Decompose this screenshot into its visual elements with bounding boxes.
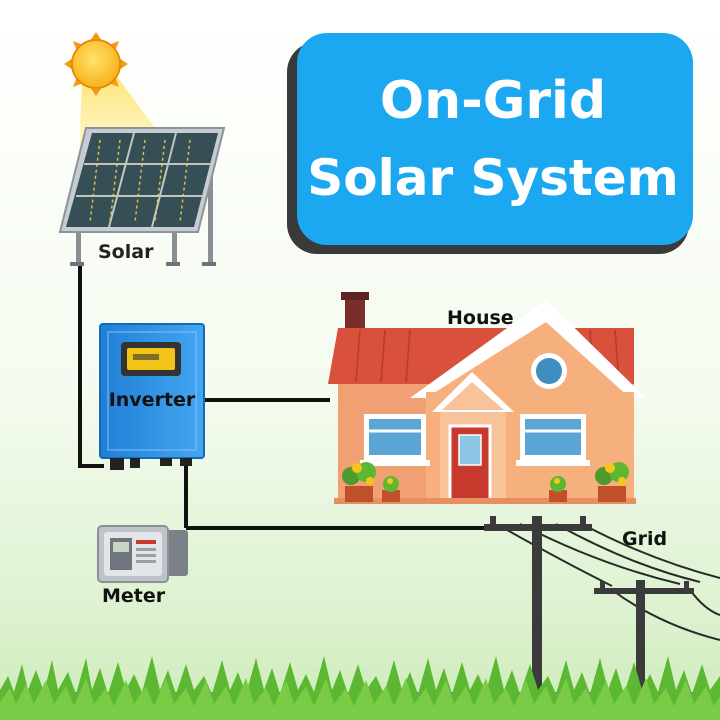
- meter-icon: [97, 525, 188, 583]
- page-title-line1: On-Grid: [380, 71, 606, 131]
- solar-panel-icon: [58, 127, 226, 266]
- meter-label: Meter: [102, 585, 166, 607]
- inverter-icon: [99, 323, 205, 470]
- title-box: [287, 33, 693, 254]
- inverter-label: Inverter: [109, 389, 196, 411]
- house-label: House: [447, 307, 514, 329]
- grass: [0, 656, 720, 720]
- house-icon: [328, 292, 646, 504]
- solar-label: Solar: [98, 241, 154, 263]
- wiring: [78, 266, 500, 530]
- grid-label: Grid: [622, 528, 667, 550]
- sun-icon: [64, 32, 128, 96]
- page-title-line2: Solar System: [307, 149, 679, 207]
- utility-pole-icon: [484, 516, 694, 720]
